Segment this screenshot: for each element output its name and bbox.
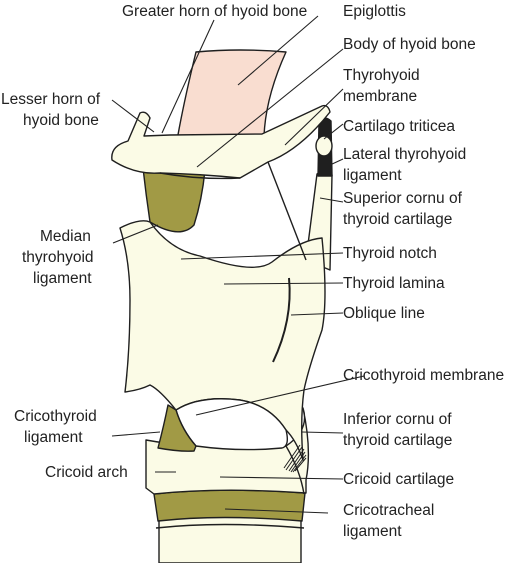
cricothyroid-ligament (157, 404, 197, 452)
label-cricotracheal-2: ligament (343, 523, 402, 540)
label-thyroid-lamina: Thyroid lamina (343, 275, 445, 292)
label-cricothyroid-ligament-1: Cricothyroid (14, 408, 97, 425)
trachea-ring (158, 515, 302, 563)
cartilago-triticea-shape (315, 135, 333, 157)
label-lateral-thyrohyoid-2: ligament (343, 167, 402, 184)
label-cartilago-triticea: Cartilago triticea (343, 118, 455, 135)
label-lesser-horn-1: Lesser horn of (1, 91, 101, 108)
label-thyroid-notch: Thyroid notch (343, 245, 437, 262)
label-cricotracheal-1: Cricotracheal (343, 502, 434, 519)
label-oblique-line: Oblique line (343, 305, 425, 322)
trachea-ring-edge (155, 523, 305, 529)
hyoid-body-edge (159, 172, 241, 180)
label-cricothyroid-membrane: Cricothyroid membrane (343, 367, 504, 384)
label-superior-cornu-1: Superior cornu of (343, 190, 463, 207)
label-median-thyrohyoid-2: thyrohyoid (22, 249, 94, 266)
label-greater-horn: Greater horn of hyoid bone (122, 3, 307, 20)
label-superior-cornu-2: thyroid cartilage (343, 211, 452, 228)
label-median-thyrohyoid-3: ligament (33, 270, 92, 287)
label-epiglottis: Epiglottis (343, 3, 406, 20)
cricoid-inner-edge (285, 445, 305, 495)
cricotracheal-ligament (153, 489, 306, 522)
thyrohyoid-membrane-edge (267, 161, 307, 261)
label-thyrohyoid-membrane-2: membrane (343, 88, 417, 105)
label-lesser-horn-2: hyoid bone (23, 112, 99, 129)
label-body-hyoid: Body of hyoid bone (343, 36, 476, 53)
labels: Greater horn of hyoid bone Epiglottis Bo… (1, 3, 504, 540)
leader-lines (111, 15, 365, 514)
label-inferior-cornu-1: Inferior cornu of (343, 411, 452, 428)
larynx-drawing (111, 49, 333, 563)
thyroid-lamina (119, 220, 326, 461)
label-median-thyrohyoid-1: Median (40, 228, 91, 245)
label-cricoid-arch: Cricoid arch (45, 464, 128, 481)
label-inferior-cornu-2: thyroid cartilage (343, 432, 452, 449)
label-thyrohyoid-membrane-1: Thyrohyoid (343, 67, 420, 84)
label-cricoid-cartilage: Cricoid cartilage (343, 471, 454, 488)
label-lateral-thyrohyoid-1: Lateral thyrohyoid (343, 146, 466, 163)
inferior-cornu-fibres (283, 444, 307, 473)
oblique-line-mark (272, 277, 291, 363)
label-cricothyroid-ligament-2: ligament (24, 429, 83, 446)
